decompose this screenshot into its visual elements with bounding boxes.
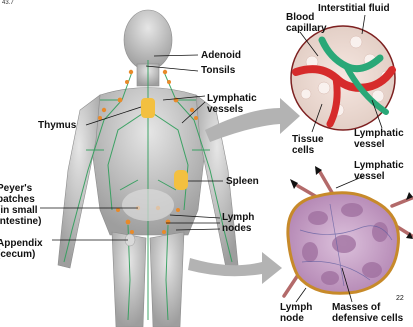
label-lymph-node: Lymph node xyxy=(280,302,312,324)
label-peyers-patches: Peyer's patches (in small intestine) xyxy=(0,183,41,227)
spleen-organ xyxy=(174,170,188,190)
label-lymphatic-vessels: Lymphatic vessels xyxy=(207,93,257,115)
label-adenoid: Adenoid xyxy=(201,50,241,61)
label-lymphatic-vessel-capillary: Lymphatic vessel xyxy=(354,128,404,150)
label-tissue-cells: Tissue cells xyxy=(292,134,324,156)
intestine-area xyxy=(122,189,174,221)
capillary-inset xyxy=(291,26,395,130)
label-spleen: Spleen xyxy=(226,176,259,187)
label-lymphatic-vessel-node: Lymphatic vessel xyxy=(354,160,404,182)
label-lymph-nodes: Lymph nodes xyxy=(222,212,254,234)
label-masses-of-defensive-cells: Masses of defensive cells xyxy=(332,302,403,324)
lymph-node-inset xyxy=(284,166,413,296)
label-tonsils: Tonsils xyxy=(201,65,235,76)
page-number: 22 xyxy=(396,293,404,304)
figure-reference: 43.7 xyxy=(2,0,14,6)
label-thymus: Thymus xyxy=(38,120,76,131)
label-interstitial-fluid: Interstitial fluid xyxy=(318,3,390,14)
label-appendix: Appendix (cecum) xyxy=(0,238,43,260)
label-blood-capillary: Blood capillary xyxy=(286,12,327,34)
thymus-organ xyxy=(141,98,155,118)
